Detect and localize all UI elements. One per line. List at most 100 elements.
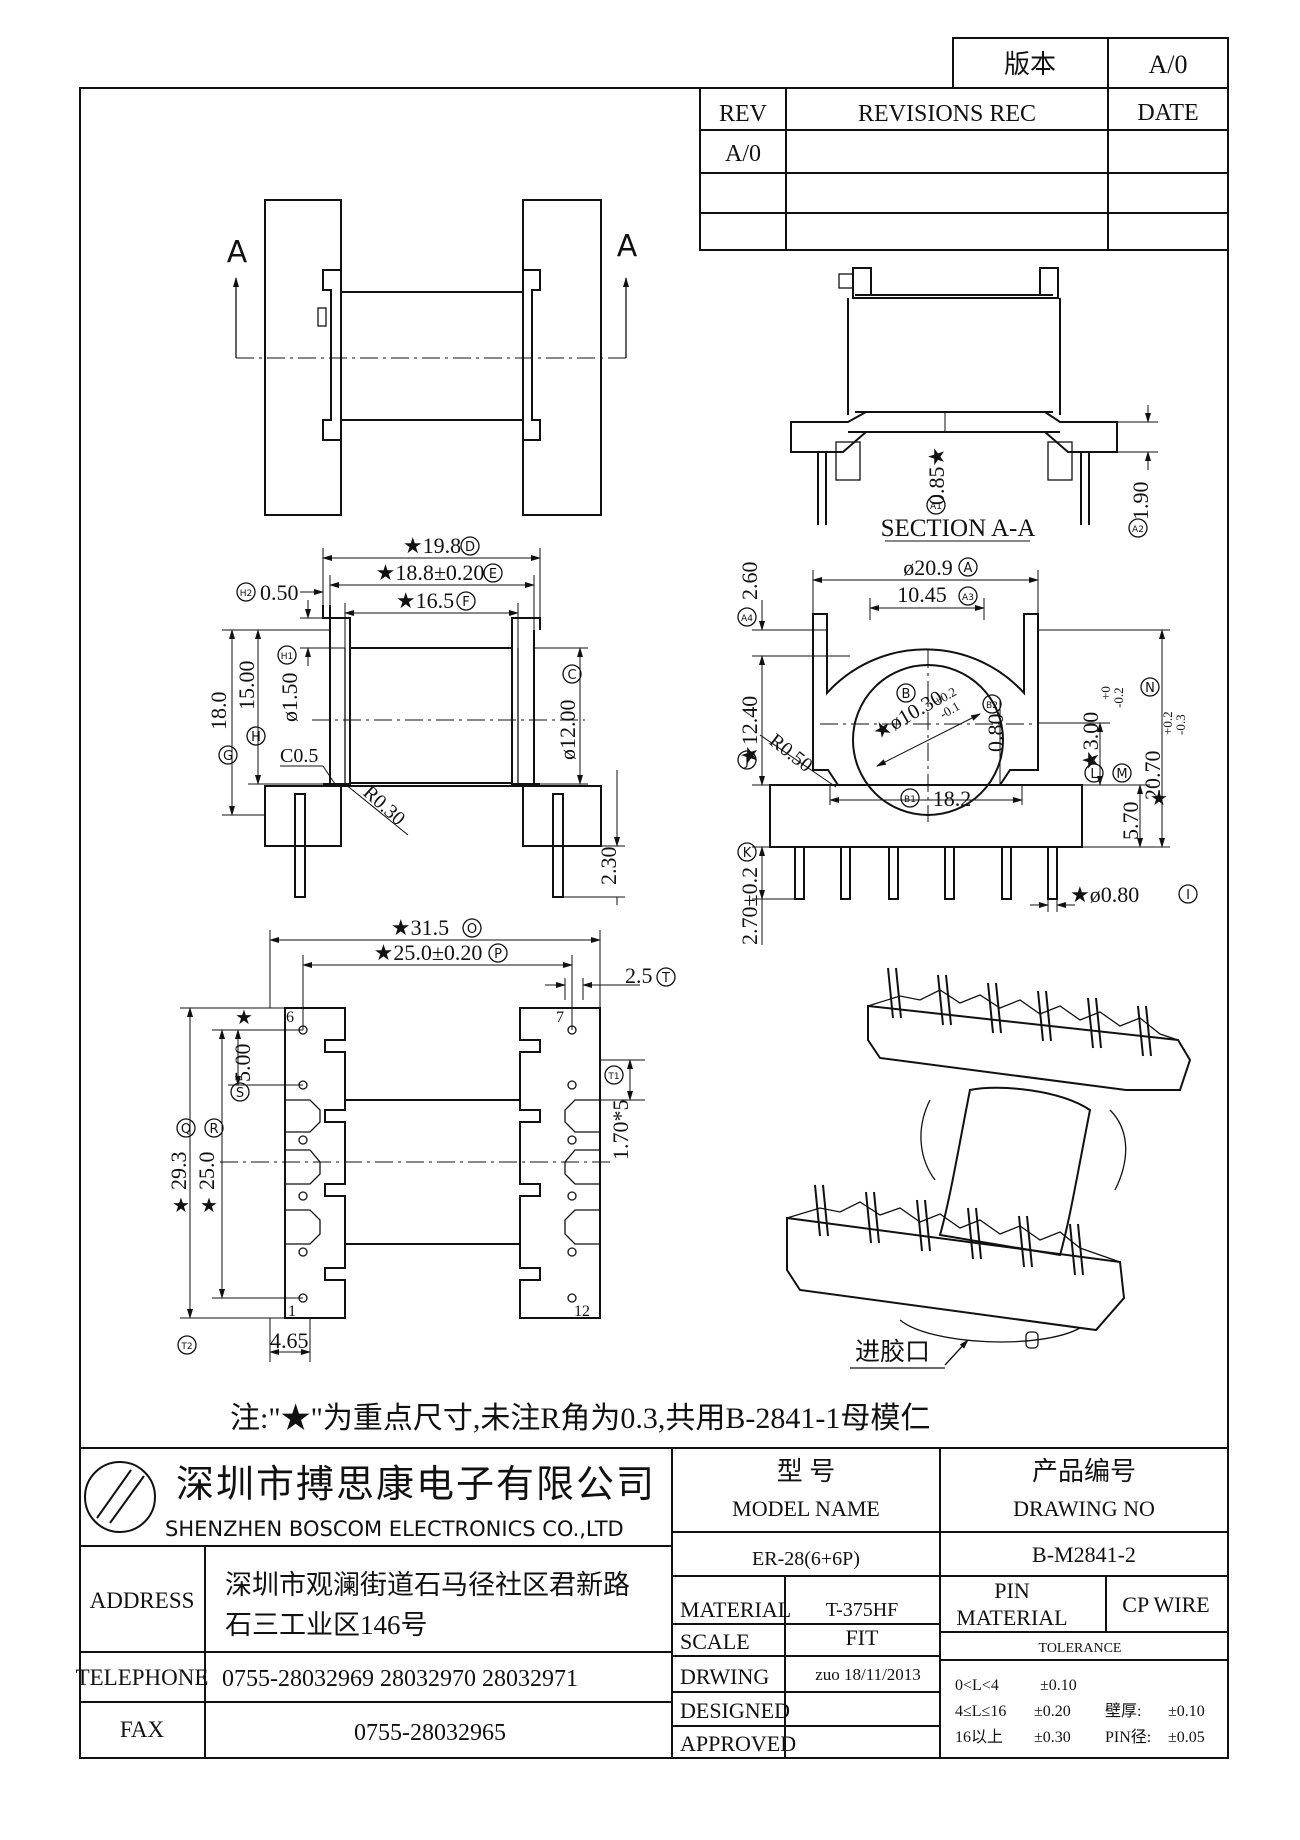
marker-i: I [1186,888,1190,903]
bottom-view: 6 1 7 12 ★31.5 O ★25.0±0.20 P 2.5 T 5.00… [166,915,676,1362]
dim-a1-085: 0.85★ [924,447,949,505]
dim-d-198: ★19.8 [403,533,461,558]
dim-h1-150: ø1.50 [277,673,302,723]
bottom-view-pin-holes [298,1025,577,1303]
revision-table: REV REVISIONS REC DATE A/0 [699,87,1229,251]
rev-header: REV [719,101,768,127]
version-value: A/0 [1149,50,1188,79]
tol-row1-range: 0<L<4 [955,1677,999,1694]
marker-a: A [964,561,973,576]
marker-h1: H1 [281,652,294,662]
marker-a4: A4 [741,614,753,624]
company-name-cn: 深圳市搏思康电子有限公司 [176,1464,656,1506]
isometric-back-pins [887,967,1152,1057]
drawing-no-cn: 产品编号 [1032,1457,1136,1486]
marker-c: C [567,668,576,683]
side-elevation-view: ★19.8 D ★18.8±0.20 E ★16.5 F H2 0.50 H1 … [206,533,625,905]
section-a-a-view: SECTION A-A 0.85★ A1 1.90 A2 [790,267,1158,542]
drawing-frame [79,87,1229,1759]
marker-t1: T1 [607,1072,619,1082]
pin-number-12: 12 [574,1303,590,1320]
marker-p: P [494,947,502,962]
fax-label: FAX [120,1717,165,1742]
dim-n-tol-minus: -0.3 [1173,714,1188,735]
plan-view: A A [227,199,638,516]
dim-j-1240: ★12.40 [737,696,762,765]
wall-thickness-value: ±0.10 [1168,1703,1205,1720]
marker-h2: H2 [240,589,253,599]
marker-a1: A1 [930,502,942,512]
tol-row1-value: ±0.10 [1040,1677,1077,1694]
title-block: 深圳市搏思康电子有限公司 SHENZHEN BOSCOM ELECTRONICS… [76,1447,1228,1758]
marker-a3: A3 [962,593,974,603]
drwing-value: zuo 18/11/2013 [815,1665,921,1684]
marker-l: L [1090,767,1098,782]
dim-o-315: ★31.5 [391,915,449,940]
tol-row2-range: 4≤L≤16 [955,1703,1006,1720]
marker-n: N [1145,681,1155,696]
tol-row2-value: ±0.20 [1034,1703,1071,1720]
isometric-front-pins [814,1184,1084,1276]
section-arrow-right: A [617,229,638,264]
pin-material-label-1: PIN [994,1578,1030,1603]
dim-q-293: 29.3 [166,1152,191,1191]
telephone-value: 0755-28032969 28032970 28032971 [222,1666,578,1692]
date-header: DATE [1137,100,1198,126]
pin-number-7: 7 [556,1009,564,1026]
model-value: ER-28(6+6P) [752,1548,860,1570]
address-line1: 深圳市观澜街道石马径社区君新路 [225,1570,630,1600]
dim-i-080: ★ø0.80 [1070,882,1139,907]
isometric-view: 进胶口 [786,967,1192,1369]
marker-e: E [489,567,497,582]
dim-l-tol-plus: +0 [1098,686,1113,700]
address-label: ADDRESS [90,1588,195,1613]
dim-p-250: ★25.0±0.20 [374,940,483,965]
dim-g-180: 18.0 [206,692,231,731]
dim-n-2070: 20.70 [1140,751,1165,801]
revisions-rec-header: REVISIONS REC [858,101,1036,127]
tolerance-label: TOLERANCE [1039,1641,1122,1656]
tol-row3-range: 16以上 [955,1728,1003,1746]
wall-thickness-label: 壁厚: [1105,1701,1141,1720]
designed-label: DESIGNED [680,1698,790,1723]
tol-row3-value: ±0.30 [1034,1729,1071,1746]
marker-k: K [743,846,752,861]
material-value: T-375HF [826,1599,899,1621]
star-n: ★ [1150,788,1168,810]
marker-b2: B2 [986,701,998,711]
dim-t-25: 2.5 [625,963,653,988]
scale-value: FIT [846,1625,880,1650]
dim-230: 2.30 [596,847,621,886]
marker-b1: B1 [904,795,916,805]
pin-material-value: CP WIRE [1122,1592,1209,1617]
marker-m: M [1116,767,1127,782]
dim-s-500: 5.00 [230,1044,255,1083]
marker-h: H [251,730,261,745]
dim-a4-260: 2.60 [737,562,762,601]
dim-r050: R0.50 [765,730,817,777]
star-q: ★ [172,1195,190,1217]
star-s: ★ [235,1007,253,1029]
pin-number-1: 1 [288,1303,296,1320]
gate-label: 进胶口 [855,1338,930,1366]
dim-l-300: ★3.00 [1078,712,1103,770]
dim-m-570: 5.70 [1118,802,1143,841]
marker-a2: A2 [1132,525,1144,535]
dim-r030: R0.30 [359,781,410,830]
marker-d: D [465,540,475,555]
material-label: MATERIAL [680,1597,791,1622]
dim-a3-1045: 10.45 [897,582,947,607]
marker-r: R [209,1122,218,1137]
pin-diameter-label: PIN径: [1105,1728,1151,1746]
company-name-en: SHENZHEN BOSCOM ELECTRONICS CO.,LTD [165,1517,624,1541]
marker-f: F [462,595,469,610]
address-line2: 石三工业区146号 [225,1610,428,1640]
marker-g: G [223,749,233,764]
dim-h2-050: 0.50 [260,580,299,605]
marker-b: B [902,687,911,702]
telephone-label: TELEPHONE [76,1665,209,1690]
section-label: SECTION A-A [881,515,1036,542]
dim-c-1200: ø12.00 [555,700,580,761]
section-arrow-left: A [227,235,248,270]
